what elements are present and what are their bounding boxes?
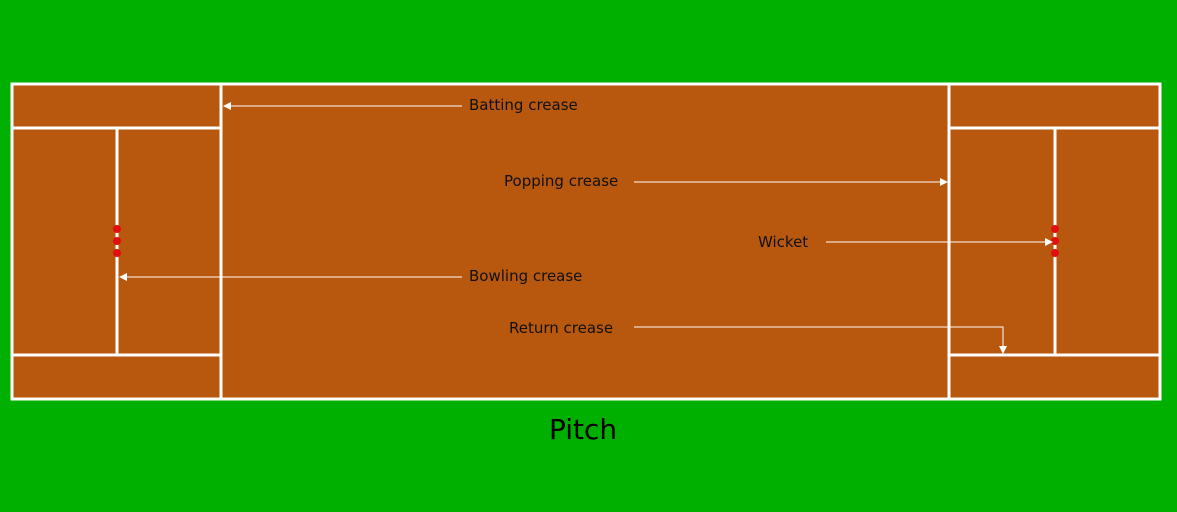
popping-crease-label: Popping crease [504, 172, 619, 190]
right-wicket [1051, 225, 1059, 257]
return-crease-label: Return crease [509, 319, 614, 337]
bowling-crease-label: Bowling crease [469, 267, 583, 285]
batting-crease-label: Batting crease [469, 96, 578, 114]
left-wicket [113, 225, 121, 257]
diagram-caption: Pitch [549, 413, 618, 446]
return-crease-arrow [634, 326, 1007, 354]
wicket-label: Wicket [758, 233, 809, 251]
